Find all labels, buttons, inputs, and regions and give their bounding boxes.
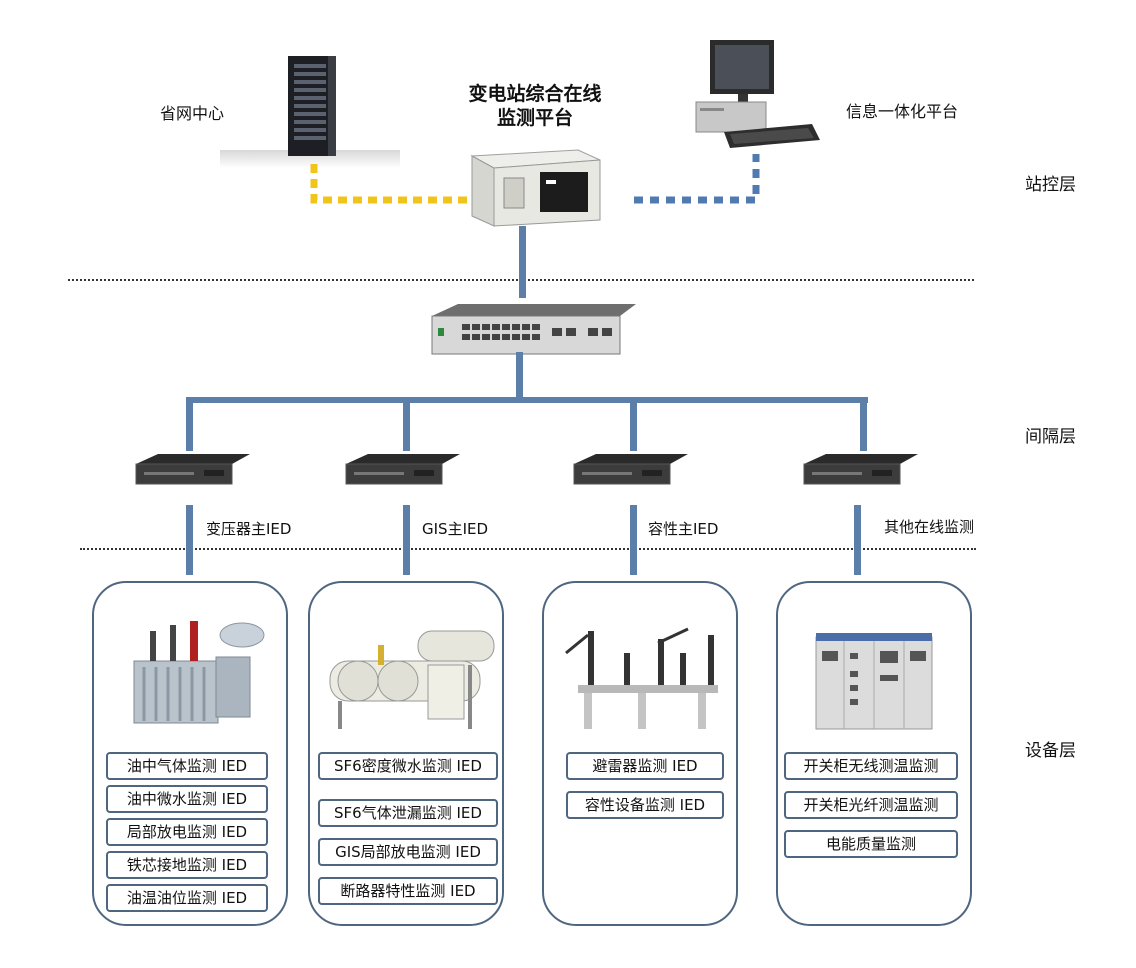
- ied-label-gis: GIS主IED: [420, 518, 491, 539]
- transformer-image: [133, 621, 265, 724]
- bus-drop-1: [186, 397, 193, 451]
- item-3-1: 避雷器监测 IED: [566, 752, 724, 780]
- desktop-computer-icon: [695, 40, 820, 148]
- ied-rack-icon-1: [135, 454, 250, 485]
- item-1-5: 油温油位监测 IED: [106, 884, 268, 912]
- info-platform-label: 信息一体化平台: [846, 102, 959, 121]
- switch-to-bus-line: [516, 352, 523, 400]
- item-2-4: 断路器特性监测 IED: [318, 877, 498, 905]
- ied-label-transformer: 变压器主IED: [204, 518, 294, 539]
- layer-label-bay: 间隔层: [1025, 427, 1076, 447]
- provincial-center-label: 省网中心: [160, 104, 225, 123]
- item-4-3: 电能质量监测: [784, 830, 958, 858]
- bay-bus-line: [186, 397, 868, 403]
- item-4-2: 开关柜光纤测温监测: [784, 791, 958, 819]
- bus-drop-3: [630, 397, 637, 451]
- rack-drop-3: [630, 505, 637, 575]
- ied-rack-icon-3: [573, 454, 688, 485]
- industrial-pc-icon: [470, 149, 601, 227]
- info-platform-link-line: [634, 154, 760, 204]
- ied-label-capacitive: 容性主IED: [646, 518, 721, 539]
- rack-drop-4: [854, 505, 861, 575]
- rack-drop-2: [403, 505, 410, 575]
- device-group-switchgear: 开关柜无线测温监测 开关柜光纤测温监测 电能质量监测: [776, 581, 972, 926]
- platform-to-switch-line: [519, 226, 526, 298]
- platform-title: 变电站综合在线 监测平台: [440, 82, 630, 130]
- ied-label-other: 其他在线监测: [882, 516, 977, 537]
- rack-drop-1: [186, 505, 193, 575]
- item-1-1: 油中气体监测 IED: [106, 752, 268, 780]
- disconnector-image: [565, 627, 718, 729]
- switchgear-image: [815, 633, 933, 730]
- item-4-1: 开关柜无线测温监测: [784, 752, 958, 780]
- item-3-2: 容性设备监测 IED: [566, 791, 724, 819]
- ied-rack-icon-4: [803, 454, 918, 485]
- item-2-2: SF6气体泄漏监测 IED: [318, 799, 498, 827]
- item-2-1: SF6密度微水监测 IED: [318, 752, 498, 780]
- ied-rack-icon-2: [345, 454, 460, 485]
- bus-drop-2: [403, 397, 410, 451]
- platform-title-line2: 监测平台: [496, 107, 573, 129]
- layer-label-device: 设备层: [1025, 741, 1076, 761]
- provincial-link-line: [310, 164, 472, 204]
- gis-image: [329, 630, 495, 729]
- network-switch-icon: [431, 304, 636, 355]
- device-group-capacitive: 避雷器监测 IED 容性设备监测 IED: [542, 581, 738, 926]
- device-group-transformer: 油中气体监测 IED 油中微水监测 IED 局部放电监测 IED 铁芯接地监测 …: [92, 581, 288, 926]
- item-1-2: 油中微水监测 IED: [106, 785, 268, 813]
- item-2-3: GIS局部放电监测 IED: [318, 838, 498, 866]
- device-group-gis: SF6密度微水监测 IED SF6气体泄漏监测 IED GIS局部放电监测 IE…: [308, 581, 504, 926]
- server-tower-icon: [220, 56, 400, 168]
- platform-title-line1: 变电站综合在线: [468, 83, 602, 105]
- bus-drop-4: [860, 397, 867, 451]
- layer-label-station: 站控层: [1025, 175, 1076, 195]
- item-1-3: 局部放电监测 IED: [106, 818, 268, 846]
- separator-bay-device: [80, 548, 976, 550]
- item-1-4: 铁芯接地监测 IED: [106, 851, 268, 879]
